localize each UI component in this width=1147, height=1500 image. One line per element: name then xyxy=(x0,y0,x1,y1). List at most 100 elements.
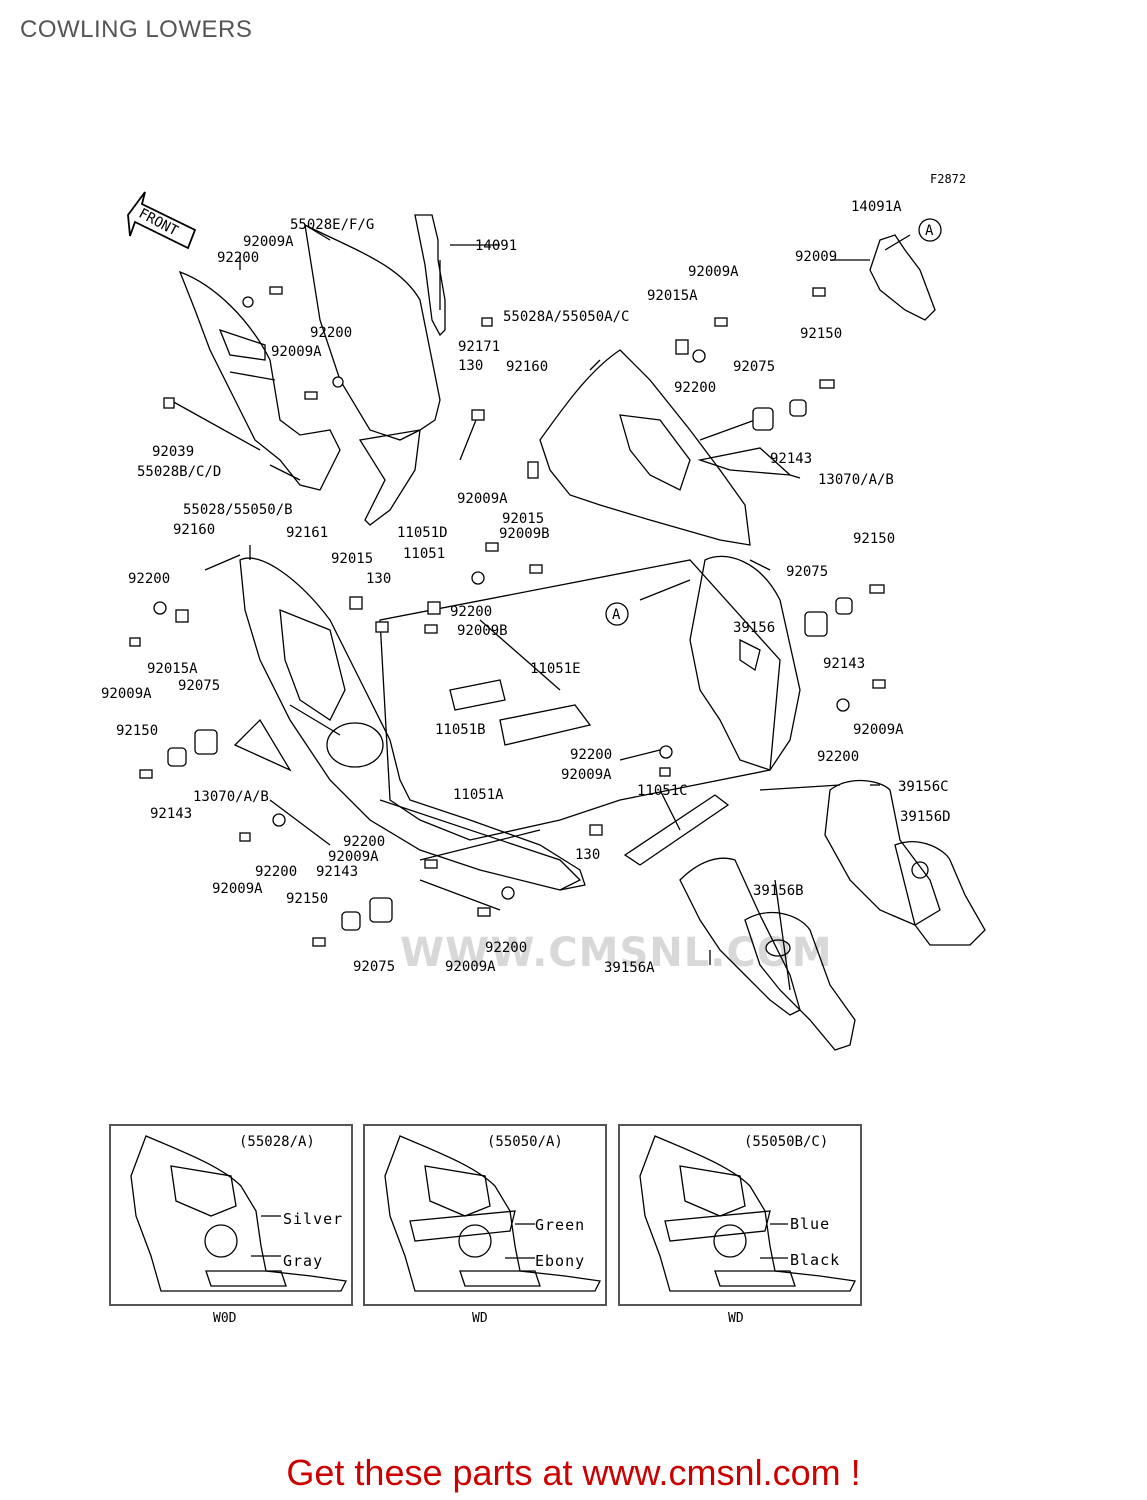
side-panel-39156c xyxy=(824,779,941,926)
part-label: 92015 xyxy=(502,511,544,527)
part-label: 92009A xyxy=(445,959,496,975)
inset-color-label: Silver xyxy=(283,1210,344,1228)
part-label: 92009A xyxy=(212,881,263,897)
cowl-sketch-icon xyxy=(639,1135,856,1292)
bracket-14091 xyxy=(414,214,446,337)
part-label: 92075 xyxy=(733,359,775,375)
side-panel-39156a xyxy=(744,911,856,1051)
part-label: 92150 xyxy=(800,326,842,342)
inset-color-label: Gray xyxy=(283,1252,324,1270)
exploded-parts-diagram: FRONT A A 55028E/F/G 14091 92009A 92200 … xyxy=(101,191,986,1051)
inset-color-label: Ebony xyxy=(535,1252,586,1270)
part-label: 92143 xyxy=(823,656,865,672)
part-label: 92150 xyxy=(116,723,158,739)
footer-promo-link[interactable]: Get these parts at www.cmsnl.com ! xyxy=(286,1452,861,1493)
part-label: 11051B xyxy=(435,722,486,738)
lower-left-cowl xyxy=(239,557,586,891)
part-label: 39156 xyxy=(733,620,775,636)
duct-13070-left xyxy=(233,718,292,772)
part-label: 92143 xyxy=(316,864,358,880)
part-label: 11051D xyxy=(397,525,448,541)
part-label: 92160 xyxy=(506,359,548,375)
part-label: 92009 xyxy=(795,249,837,265)
part-label: 92009B xyxy=(499,526,550,542)
bracket-14091a xyxy=(869,234,936,321)
part-label: 92143 xyxy=(770,451,812,467)
part-label: 92009A xyxy=(101,686,152,702)
part-label: 92009A xyxy=(688,264,739,280)
color-variant-inset-1: (55028/A) Silver Gray xyxy=(109,1124,353,1306)
part-label: 92160 xyxy=(173,522,215,538)
part-label: 130 xyxy=(366,571,391,587)
part-label: 39156B xyxy=(753,883,804,899)
color-variant-inset-2: (55050/A) Green Ebony xyxy=(363,1124,607,1306)
part-label: 39156D xyxy=(900,809,951,825)
part-label: 13070/A/B xyxy=(193,789,269,805)
part-label: 92200 xyxy=(674,380,716,396)
part-label: 92200 xyxy=(570,747,612,763)
upper-right-cowl xyxy=(539,349,751,546)
part-label: 92143 xyxy=(150,806,192,822)
inset-part-code: (55028/A) xyxy=(239,1134,315,1150)
part-label: 92015A xyxy=(147,661,198,677)
part-label: 92200 xyxy=(450,604,492,620)
callout-a-middle: A xyxy=(612,607,621,623)
side-panel-39156b xyxy=(679,857,801,1016)
inset-color-label: Green xyxy=(535,1216,586,1234)
part-label: 11051C xyxy=(637,783,688,799)
inset-part-code: (55050B/C) xyxy=(744,1134,829,1150)
part-label: 92015A xyxy=(647,288,698,304)
inset-model-code: WD xyxy=(728,1311,744,1326)
upper-left-cowl xyxy=(178,270,341,491)
inset-model-code: WD xyxy=(472,1311,488,1326)
part-label: 92009A xyxy=(243,234,294,250)
part-label: 92009B xyxy=(457,623,508,639)
part-label: 13070/A/B xyxy=(818,472,894,488)
under-tray xyxy=(379,559,781,841)
part-label: 92009A xyxy=(853,722,904,738)
part-label: 55028B/C/D xyxy=(137,464,221,480)
lower-right-cowl xyxy=(689,555,801,771)
front-arrow-icon xyxy=(127,191,197,250)
watermark: WWW.CMSNL.COM xyxy=(400,930,833,976)
part-label: 92150 xyxy=(853,531,895,547)
part-label: 130 xyxy=(458,358,483,374)
color-variant-inset-3: (55050B/C) Blue Black xyxy=(618,1124,862,1306)
part-label: 92200 xyxy=(128,571,170,587)
part-label: 14091A xyxy=(851,199,902,215)
part-label: 55028E/F/G xyxy=(290,217,374,233)
part-label: 92009A xyxy=(457,491,508,507)
part-label: 92075 xyxy=(178,678,220,694)
part-label: 92039 xyxy=(152,444,194,460)
part-label: 11051E xyxy=(530,661,581,677)
part-label: 55028A/55050A/C xyxy=(503,309,629,325)
front-label: FRONT xyxy=(136,206,181,240)
part-label: 92200 xyxy=(255,864,297,880)
cowl-sketch-icon xyxy=(130,1135,347,1292)
part-label: 92200 xyxy=(217,250,259,266)
inset-color-label: Black xyxy=(790,1251,841,1269)
part-label: 11051A xyxy=(453,787,504,803)
part-label: 92200 xyxy=(343,834,385,850)
part-label: 92075 xyxy=(786,564,828,580)
callout-a-top: A xyxy=(925,223,934,239)
part-label: 92009A xyxy=(271,344,322,360)
part-label: 92200 xyxy=(817,749,859,765)
part-label: 92075 xyxy=(353,959,395,975)
part-label: 39156C xyxy=(898,779,949,795)
figure-code: F2872 xyxy=(930,172,967,186)
part-label: 39156A xyxy=(604,960,655,976)
page-title: COWLING LOWERS xyxy=(20,16,253,43)
inner-panel-upper xyxy=(304,223,441,441)
part-label: 130 xyxy=(575,847,600,863)
part-label: 92009A xyxy=(561,767,612,783)
part-label: 92200 xyxy=(310,325,352,341)
part-label: 92171 xyxy=(458,339,500,355)
inset-model-code: W0D xyxy=(213,1311,237,1326)
inset-color-label: Blue xyxy=(790,1215,831,1233)
part-label: 92015 xyxy=(331,551,373,567)
cowl-sketch-icon xyxy=(384,1135,601,1292)
part-label: 92161 xyxy=(286,525,328,541)
part-label: 55028/55050/B xyxy=(183,502,293,518)
part-label: 11051 xyxy=(403,546,445,562)
